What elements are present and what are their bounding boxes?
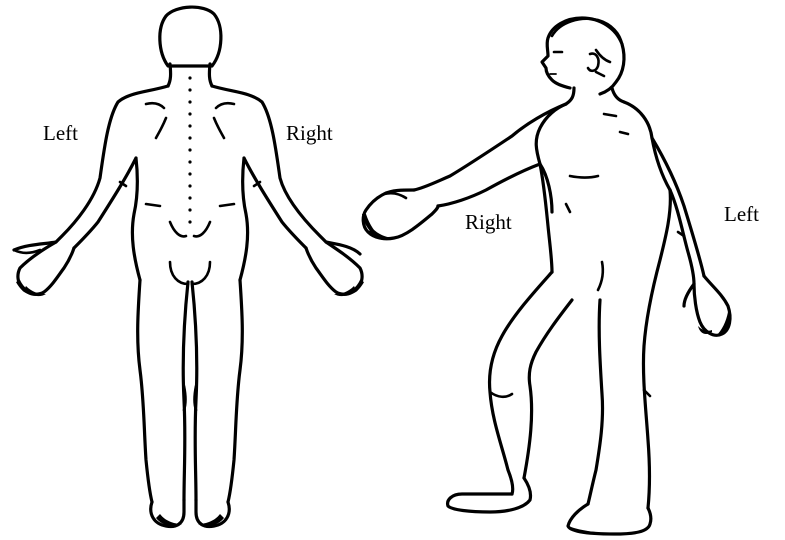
side-neck <box>566 88 624 104</box>
back-body-outline <box>14 86 360 254</box>
back-shoulder-blades <box>146 103 234 138</box>
side-view-label-right: Right <box>465 210 512 234</box>
side-extended-thumb <box>384 193 406 198</box>
side-front-leg <box>490 272 573 494</box>
side-chest-marks <box>604 114 628 134</box>
side-view-figure <box>362 18 730 534</box>
back-legs <box>138 280 243 502</box>
back-buttocks <box>170 262 210 284</box>
back-heels <box>156 514 224 526</box>
back-head <box>160 7 221 66</box>
side-front-foot <box>448 478 531 512</box>
side-back-foot <box>568 504 651 534</box>
back-view-label-right: Right <box>286 121 333 145</box>
side-knee-marks <box>490 390 650 397</box>
side-abdomen-marks <box>566 176 598 212</box>
back-spine-dots <box>188 76 191 223</box>
back-knee-marks <box>184 386 196 410</box>
side-view-label-left: Left <box>724 202 759 226</box>
back-torso-sides <box>74 158 306 280</box>
back-view-figure <box>14 7 364 526</box>
side-back-leg <box>588 190 670 508</box>
side-hip-mark <box>598 262 603 290</box>
side-head <box>542 18 624 94</box>
back-view-label-left: Left <box>43 121 78 145</box>
back-left-thumb <box>14 250 40 253</box>
side-torso <box>536 102 670 272</box>
side-ear <box>588 54 599 71</box>
side-extended-fingers <box>362 214 398 240</box>
